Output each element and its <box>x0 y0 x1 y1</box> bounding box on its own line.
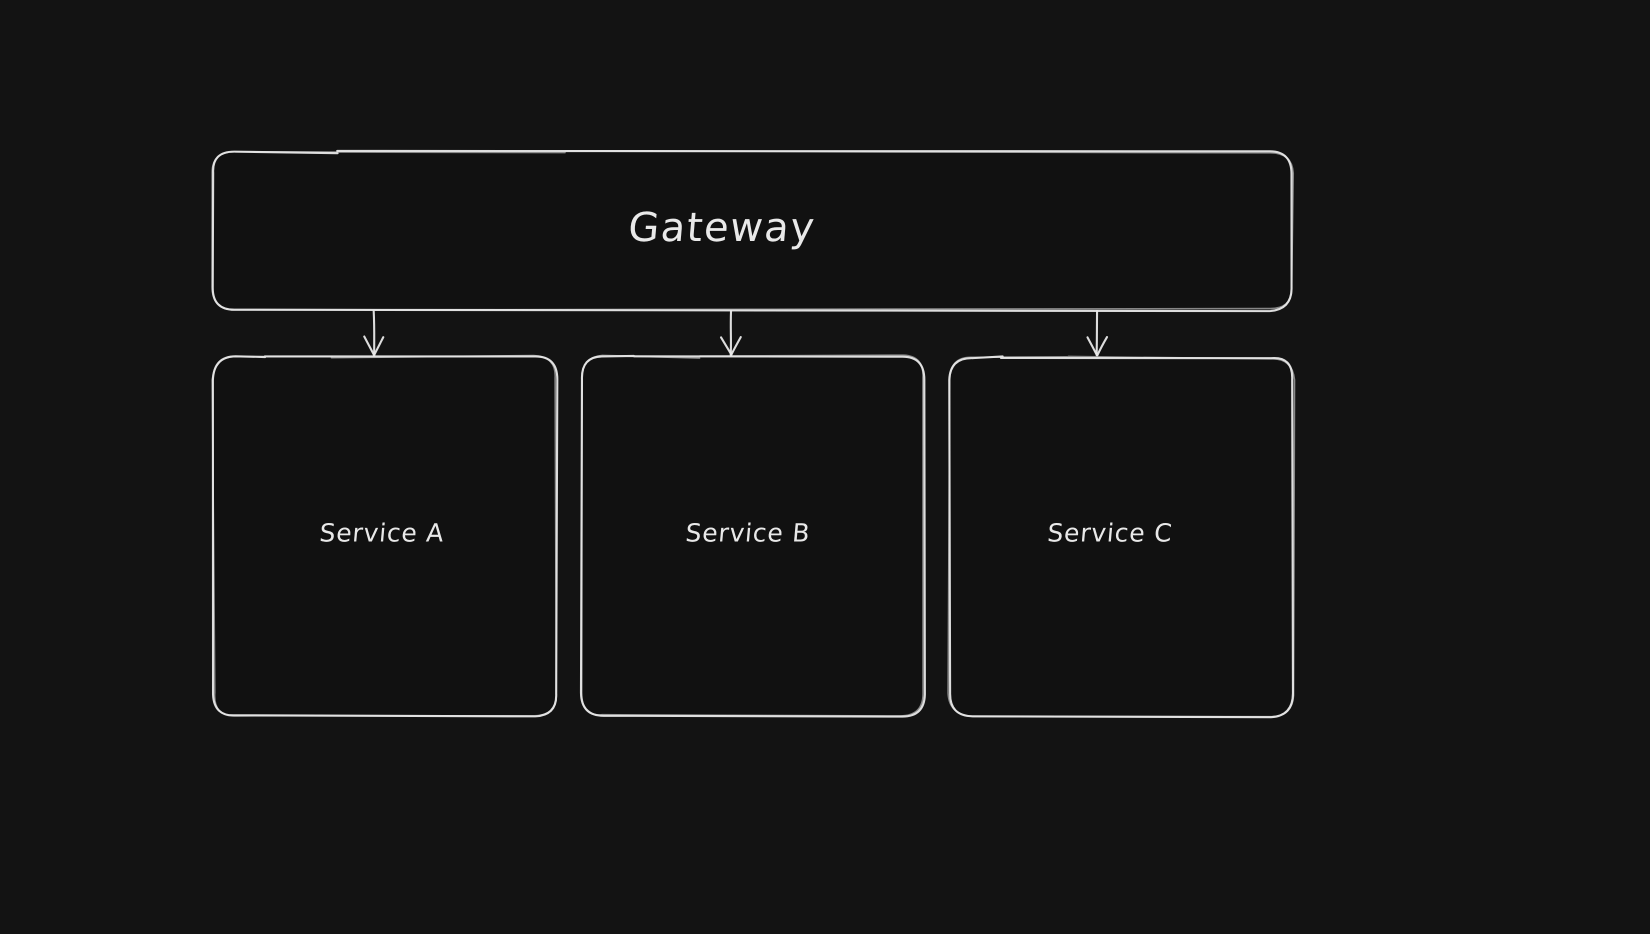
edge-gateway-service-a[interactable] <box>363 309 385 357</box>
node-service-c[interactable] <box>947 355 1296 719</box>
node-fill-service-b <box>581 357 924 716</box>
node-service-a[interactable] <box>211 354 559 718</box>
node-shapes <box>211 149 1296 719</box>
node-gateway[interactable] <box>211 149 1295 313</box>
edge-gateway-service-b[interactable] <box>719 309 742 357</box>
node-service-b[interactable] <box>579 354 926 718</box>
edge-gateway-service-c[interactable] <box>1086 309 1109 357</box>
node-fill-service-a <box>214 357 557 716</box>
node-label-service-a[interactable]: Service A <box>318 518 446 548</box>
node-fill-service-c <box>950 357 1293 716</box>
node-label-service-c[interactable]: Service C <box>1046 518 1174 548</box>
node-label-service-b[interactable]: Service B <box>684 518 812 548</box>
edge-arrows <box>363 309 1109 357</box>
node-fill-gateway <box>212 152 1292 310</box>
node-label-gateway[interactable]: Gateway <box>626 205 818 251</box>
